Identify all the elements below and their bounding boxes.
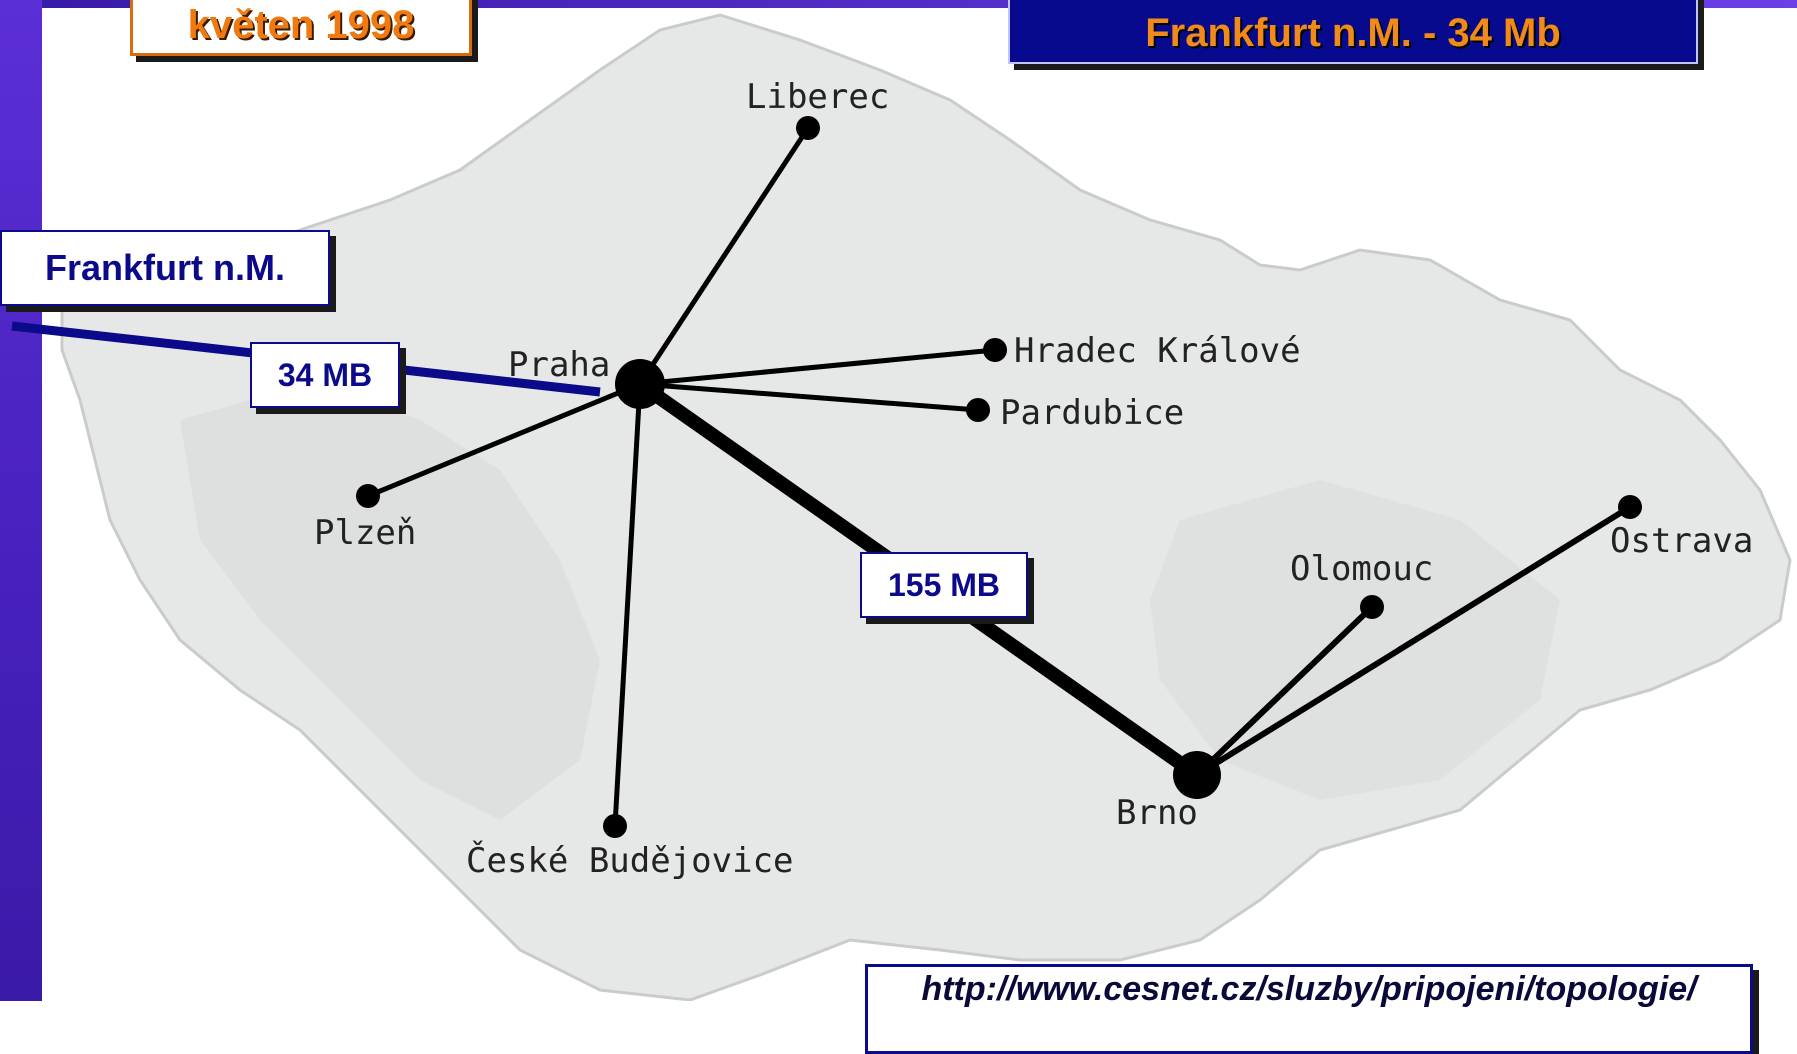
node-ostrava xyxy=(1618,495,1642,519)
node-brno xyxy=(1173,751,1221,799)
city-label-praha: Praha xyxy=(508,345,610,385)
link-brno-olomouc xyxy=(1194,604,1375,778)
city-label-ostrava: Ostrava xyxy=(1610,521,1753,561)
frankfurt-node-box: Frankfurt n.M. xyxy=(0,230,330,306)
node-liberec xyxy=(796,116,820,140)
node-budejovice xyxy=(603,814,627,838)
link-praha-pardubice xyxy=(639,381,979,413)
bandwidth-label-155mb: 155 MB xyxy=(860,552,1028,618)
city-label-brno: Brno xyxy=(1116,793,1198,833)
city-label-liberec: Liberec xyxy=(746,77,889,117)
network-map: Liberec Praha Hradec Králové Pardubice P… xyxy=(11,13,1792,1001)
slide-side-bar xyxy=(0,0,42,1001)
date-box: květen 1998 xyxy=(130,0,472,56)
terrain-shade xyxy=(180,380,600,820)
slide-top-bar xyxy=(42,0,1797,8)
node-plzen xyxy=(356,484,380,508)
city-label-hradec: Hradec Králové xyxy=(1014,331,1301,371)
title-box: Frankfurt n.M. - 34 Mb xyxy=(1008,0,1698,64)
source-url-link[interactable]: http://www.cesnet.cz/sluzby/pripojeni/to… xyxy=(865,964,1753,1054)
city-label-olomouc: Olomouc xyxy=(1290,549,1433,589)
node-praha xyxy=(615,359,665,409)
node-olomouc xyxy=(1360,595,1384,619)
node-hradec xyxy=(983,338,1007,362)
link-praha-hradec xyxy=(639,347,996,387)
city-label-plzen: Plzeň xyxy=(314,513,416,553)
link-praha-liberec xyxy=(637,126,811,386)
link-brno-ostrava xyxy=(1195,504,1632,778)
city-label-budejovice: České Budějovice xyxy=(466,840,794,881)
link-praha-plzen xyxy=(367,381,641,499)
link-praha-budejovice xyxy=(612,383,643,827)
city-label-pardubice: Pardubice xyxy=(1000,393,1184,433)
bandwidth-label-34mb: 34 MB xyxy=(250,342,400,408)
node-pardubice xyxy=(966,398,990,422)
